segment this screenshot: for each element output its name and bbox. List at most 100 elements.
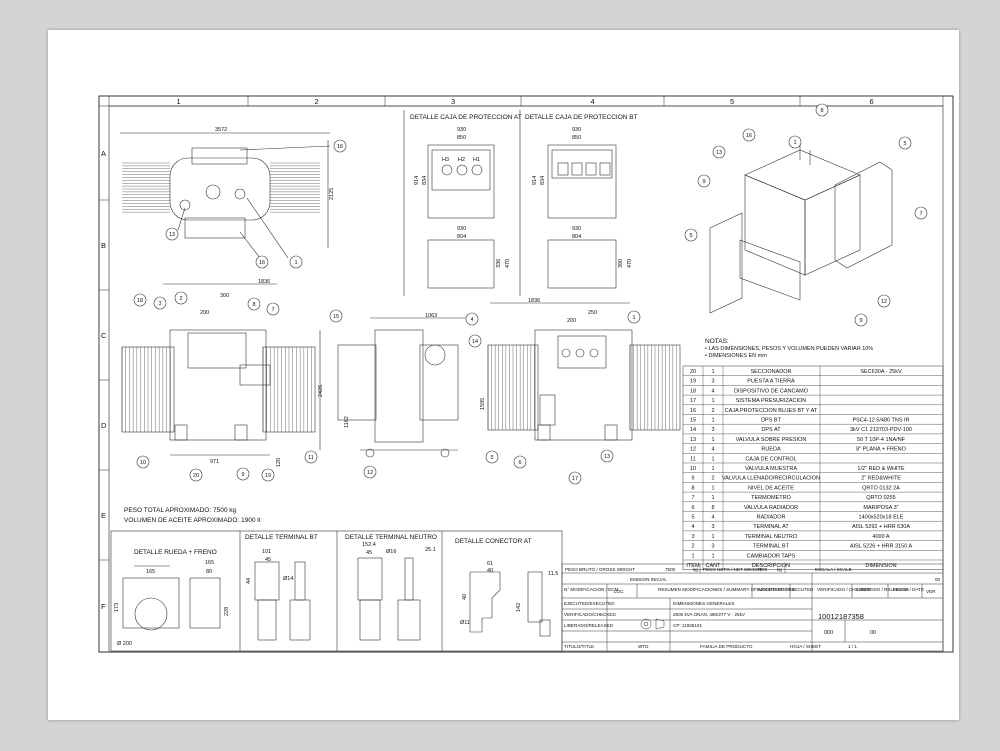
front-dim-1: 300 bbox=[220, 293, 229, 299]
bom-cell: CAJA PROTECCION BUJES BT Y AT bbox=[725, 408, 818, 414]
bom-cell: 8 bbox=[711, 505, 714, 511]
bom-cell: 1 bbox=[711, 418, 714, 424]
executed-label: EJECUTADO / EXECUTED bbox=[757, 587, 814, 592]
bom-cell: AISL 5226 + HRR 3150 A bbox=[850, 544, 913, 550]
column-label: 2 bbox=[315, 97, 319, 106]
detail-at-h3: H3 bbox=[442, 157, 449, 163]
conector-dim-3: 11.5 bbox=[548, 571, 558, 577]
reference-balloon: 6 bbox=[513, 455, 527, 469]
radiator-fins-top bbox=[122, 162, 320, 213]
balloon-number: 16 bbox=[746, 133, 752, 139]
terminal-neutro-dim-3: Ø16 bbox=[386, 549, 396, 555]
bom-cell: 18 bbox=[690, 388, 696, 394]
reference-balloon: 18 bbox=[133, 293, 147, 307]
scale-label: ESCALA / SCALE bbox=[815, 567, 852, 572]
gross-weight-unit: kg bbox=[693, 567, 698, 572]
balloon-number: 8 bbox=[252, 302, 255, 308]
detail-bt-dim-f: 804 bbox=[572, 234, 581, 240]
bom-cell: 1 bbox=[711, 495, 714, 501]
bom-cell: DPS BT bbox=[761, 418, 782, 424]
bom-cell: 15 bbox=[690, 418, 696, 424]
rueda-dim-5: 228 bbox=[224, 607, 230, 616]
bom-cell: 1 bbox=[691, 553, 694, 559]
bom-cell: 1 bbox=[711, 456, 714, 462]
reference-balloon: 7 bbox=[914, 206, 928, 220]
detail-bt-dim-d: 834 bbox=[540, 176, 546, 185]
title-label: TITULO/TITLE bbox=[564, 644, 594, 649]
rear-dim-1: 250 bbox=[588, 310, 597, 316]
detail-at-dim-h: 470 bbox=[505, 259, 511, 268]
side-view: 1063 2426 1162 1595 bbox=[318, 313, 486, 458]
bom-cell: VALVULA MUESTRA bbox=[745, 466, 797, 472]
bom-cell: 11 bbox=[690, 456, 696, 462]
bom-cell: 9 bbox=[691, 476, 694, 482]
balloon-number: 12 bbox=[881, 299, 887, 305]
bom-cell: AISL 5292 + HRR 630A bbox=[852, 524, 910, 530]
reference-balloon: 15 bbox=[329, 309, 343, 323]
bom-cell: 16 bbox=[690, 408, 696, 414]
bom-cell: TERMOMETRO bbox=[751, 495, 791, 501]
reference-balloon: 1 bbox=[788, 135, 802, 149]
balloon-number: 16 bbox=[259, 260, 265, 266]
general-dimensions-label: DIMENSIONES GENERALES bbox=[673, 601, 735, 606]
terminal-neutro-dim-4: 25.1 bbox=[425, 547, 436, 553]
bom-cell: CAMBIADOR TAPS bbox=[747, 553, 796, 559]
detail-bt-dim-e: 930 bbox=[572, 226, 581, 232]
bom-cell: 19 bbox=[690, 379, 696, 385]
terminal-neutro-dim-2: 45 bbox=[366, 550, 372, 556]
reference-balloon: 4 bbox=[465, 312, 479, 326]
bom-cell: VALVULA LLENADO/RECIRCULACION bbox=[722, 476, 820, 482]
reference-balloon: 8 bbox=[815, 103, 829, 117]
bom-cell: 1 bbox=[711, 437, 714, 443]
reference-balloon: 14 bbox=[468, 334, 482, 348]
bom-cell: VALVULA SOBRE PRESION bbox=[736, 437, 807, 443]
balloon-number: 18 bbox=[137, 298, 143, 304]
balloon-number: 14 bbox=[472, 339, 478, 345]
balloon-number: 6 bbox=[518, 460, 521, 466]
side-dim-3: 1595 bbox=[480, 398, 486, 410]
detail-bt-dim-c: 914 bbox=[532, 176, 538, 185]
top-height-dim: 2125 bbox=[329, 188, 335, 200]
detail-at-dim-a: 930 bbox=[457, 127, 466, 133]
terminal-bt-dim-1: 101 bbox=[262, 549, 271, 555]
rueda-dim-2: 165 bbox=[205, 560, 214, 566]
net-weight-value: 7500 bbox=[757, 567, 768, 572]
bom-cell: TERMINAL BT bbox=[753, 544, 790, 550]
radiator-fins-rear bbox=[487, 345, 677, 430]
reference-balloon: 11 bbox=[304, 450, 318, 464]
product-family-label: FAMILIA DE PRODUCTO bbox=[700, 644, 753, 649]
front-view: 1836 300 200 971 120 bbox=[121, 279, 316, 467]
reference-balloon: 19 bbox=[261, 468, 275, 482]
balloon-number: 8 bbox=[820, 108, 823, 114]
notes-block: NOTAS: • LAS DIMENSIONES, PESOS Y VOLUME… bbox=[705, 338, 873, 359]
bom-cell: 3 bbox=[711, 544, 714, 550]
top-width-dim: 3572 bbox=[215, 127, 227, 133]
reference-balloon: 5 bbox=[898, 136, 912, 150]
reference-balloon: 8 bbox=[247, 297, 261, 311]
notes-line-1: • LAS DIMENSIONES, PESOS Y VOLUMEN PUEDE… bbox=[705, 346, 873, 352]
reference-balloon: 20 bbox=[189, 468, 203, 482]
sheet-label: HOJA / SHEET bbox=[790, 644, 821, 649]
column-label: 1 bbox=[177, 97, 181, 106]
detail-bt-title: DETALLE CAJA DE PROTECCION BT bbox=[525, 114, 638, 121]
balloon-number: 5 bbox=[903, 141, 906, 147]
front-width-dim: 1836 bbox=[258, 279, 270, 285]
date-label: FECHA / DATE bbox=[893, 587, 924, 592]
reference-balloon: 1 bbox=[627, 310, 641, 324]
balloon-number: 1 bbox=[632, 315, 635, 321]
bom-cell: 4 bbox=[711, 447, 714, 453]
summary-label: RESUMEN MODIFICACIONES / SUMMARY OF MODI… bbox=[658, 587, 795, 592]
bom-cell: 14 bbox=[690, 427, 696, 433]
balloon-number: 5 bbox=[689, 233, 692, 239]
